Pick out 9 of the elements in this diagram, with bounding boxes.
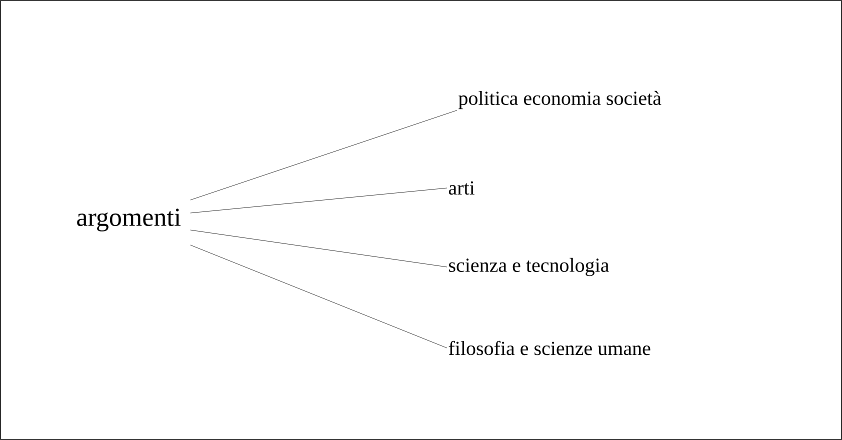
connector-line — [190, 188, 448, 214]
branch-label: filosofia e scienze umane — [448, 340, 650, 356]
branch-label: scienza e tecnologia — [449, 258, 609, 276]
root-label: argomenti — [77, 208, 181, 232]
branch-label: arti — [448, 181, 474, 195]
branch-label: politica economia società — [458, 90, 662, 110]
connector-line — [190, 230, 448, 268]
connector-line — [190, 110, 458, 200]
connector-line — [190, 244, 448, 348]
